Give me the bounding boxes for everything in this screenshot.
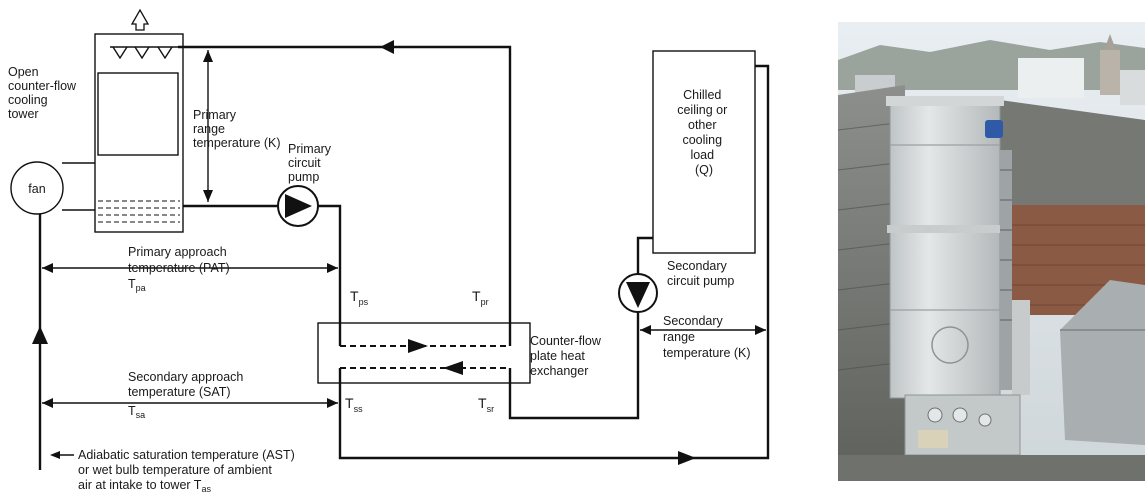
heat-exchanger-label: Counter-flow plate heat exchanger (530, 334, 604, 378)
secondary-return-pipe (636, 236, 653, 274)
flow-arrow-icon (32, 326, 48, 344)
sat-symbol: Tsa (128, 404, 145, 420)
sat-label: Secondary approach temperature (SAT) (128, 370, 247, 399)
tpr-symbol: Tpr (472, 288, 489, 307)
cooling-load-label: Chilled ceiling or other cooling load (Q… (677, 88, 731, 177)
tss-symbol: Tss (345, 395, 363, 414)
flow-arrow-icon (380, 40, 394, 54)
spray-nozzles (112, 46, 173, 60)
cooling-load-box (652, 50, 756, 254)
pat-symbol: Tpa (128, 277, 146, 293)
tower-basin-water (98, 200, 180, 223)
flow-arrow-icon (443, 361, 463, 375)
secondary-circuit (338, 64, 770, 465)
ast-label: Adiabatic saturation temperature (AST) o… (78, 448, 298, 477)
air-outlet-arrow-icon (130, 8, 150, 31)
primary-range-dimension (203, 50, 213, 202)
primary-circuit (178, 40, 512, 340)
plate-heat-exchanger (317, 322, 531, 384)
air-inlet-line (32, 214, 48, 470)
tower-casing (94, 33, 184, 233)
flow-arrow-icon (678, 451, 696, 465)
fan-icon (10, 161, 64, 215)
tower-label: Open counter-flow cooling tower (8, 65, 80, 121)
sat-dimension (42, 398, 338, 408)
secondary-supply-pipe (338, 64, 770, 460)
ast-symbol: air at intake to tower Tas (78, 478, 211, 494)
primary-return-pipe (178, 45, 512, 340)
tsr-symbol: Tsr (478, 395, 494, 414)
rooftop-photo (837, 22, 1145, 481)
secondary-range-dimension (640, 325, 766, 335)
primary-supply-pipe (318, 204, 342, 340)
primary-range-label: Primary range temperature (K) (193, 108, 281, 150)
fan-label: fan (28, 182, 45, 196)
pat-label: Primary approach temperature (PAT) (128, 245, 230, 275)
secondary-pump-label: Secondary circuit pump (667, 259, 734, 288)
flow-arrow-icon (408, 339, 428, 353)
secondary-range-label: Secondary range temperature (K) (663, 314, 751, 360)
primary-pump-label: Primary circuit pump (288, 142, 335, 184)
ast-pointer (50, 451, 74, 459)
cooling-tower (94, 8, 184, 233)
fan: fan (10, 161, 95, 215)
tps-symbol: Tps (350, 288, 369, 307)
tower-fill-packing (97, 72, 179, 156)
pat-dimension (42, 263, 338, 273)
